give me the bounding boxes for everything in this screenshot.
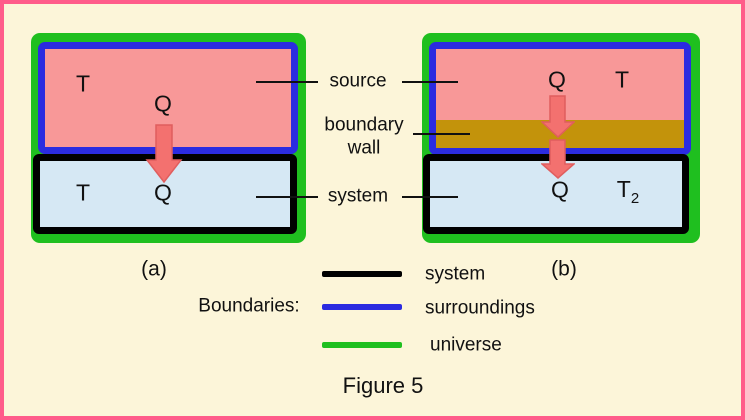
legend-title: Boundaries: [198, 295, 300, 317]
annotation-boundary-wall-line2: wall [347, 137, 381, 159]
legend-swatch-system [322, 271, 402, 277]
diagram-b-source-temperature: T [614, 66, 630, 93]
connector-line-source-left [256, 81, 318, 83]
figure-caption: Figure 5 [342, 373, 424, 398]
heat-flow-arrow-b-lower [541, 139, 575, 179]
annotation-source: source [329, 70, 387, 92]
legend-swatch-universe [322, 342, 402, 348]
diagram-b-caption: (b) [551, 257, 577, 281]
legend-label-surroundings: surroundings [425, 297, 535, 319]
diagram-b-source-heat: Q [548, 66, 566, 93]
legend-label-universe: universe [430, 334, 502, 356]
temperature-subscript: 2 [630, 189, 640, 207]
diagram-a-source-temperature: T [75, 70, 91, 97]
annotation-system: system [327, 185, 389, 207]
annotation-boundary-wall-line1: boundary [324, 114, 404, 136]
diagram-a-system-heat: Q [154, 179, 172, 206]
legend-label-system: system [425, 263, 486, 285]
heat-flow-arrow-b-upper [541, 95, 575, 139]
diagram-b-system-heat: Q [551, 176, 569, 203]
diagram-a-caption: (a) [141, 257, 167, 281]
temperature-base: T [616, 176, 631, 203]
connector-line-system-right [402, 196, 458, 198]
diagram-a-system-temperature: T [75, 179, 91, 206]
diagram-b-system-temperature: T2 [617, 178, 639, 206]
heat-flow-arrow-a [145, 124, 183, 184]
connector-line-source-right [402, 81, 458, 83]
connector-line-system-left [256, 196, 318, 198]
connector-line-boundary-wall [413, 133, 470, 135]
legend-swatch-surroundings [322, 304, 402, 310]
diagram-a-source-heat: Q [154, 90, 172, 117]
